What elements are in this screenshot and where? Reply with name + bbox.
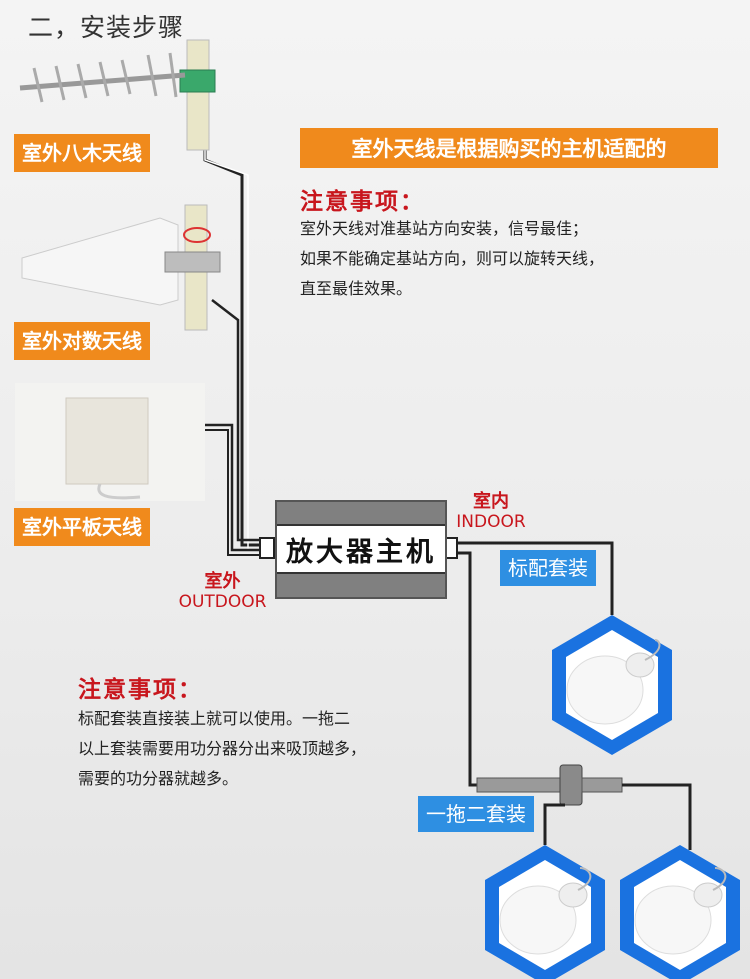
note-top-body: 室外天线对准基站方向安装，信号最佳； 如果不能确定基站方向，则可以旋转天线， 直… (300, 214, 604, 304)
splitter-body (559, 764, 583, 806)
splitter-arm (581, 777, 623, 793)
splitter-bar (476, 777, 573, 793)
amplifier-unit: 放大器主机 (275, 500, 447, 599)
note-bottom-line-2: 以上套装需要用功分器分出来吸顶越多， (78, 739, 367, 758)
note-top-line-1: 室外天线对准基站方向安装，信号最佳； (300, 219, 589, 238)
lpda-label: 室外对数天线 (14, 322, 150, 360)
note-top-line-3: 直至最佳效果。 (300, 279, 413, 298)
standard-kit-label: 标配套装 (500, 550, 596, 586)
indoor-label-en: INDOOR (456, 512, 526, 532)
note-bottom-line-1: 标配套装直接装上就可以使用。一拖二 (78, 709, 351, 728)
yagi-label: 室外八木天线 (14, 134, 150, 172)
lpda-antenna-icon (21, 204, 221, 331)
standard-kit-cable (457, 541, 614, 615)
outdoor-label: 室外 OUTDOOR (175, 571, 270, 613)
adaptation-banner: 室外天线是根据购买的主机适配的 (300, 128, 718, 168)
note-bottom-heading: 注意事项： (78, 676, 203, 703)
panel-label: 室外平板天线 (14, 508, 150, 546)
panel-cable-2 (205, 429, 260, 556)
yagi-cable-shine (204, 150, 275, 551)
split-kit-label: 一拖二套装 (418, 796, 534, 832)
page-title: 二，安装步骤 (28, 13, 185, 42)
lpda-cable (211, 299, 260, 542)
yagi-antenna-icon (19, 39, 216, 151)
outdoor-label-cn: 室外 (204, 571, 241, 592)
amplifier-label: 放大器主机 (277, 524, 445, 574)
panel-cable (205, 423, 260, 552)
note-top-line-2: 如果不能确定基站方向，则可以旋转天线， (300, 249, 605, 268)
note-bottom-line-3: 需要的功分器就越多。 (78, 769, 239, 788)
indoor-label-cn: 室内 (473, 491, 509, 512)
note-top-heading: 注意事项： (300, 188, 425, 215)
outdoor-label-en: OUTDOOR (178, 592, 267, 612)
ceiling-antenna-split-right (634, 867, 727, 955)
outdoor-port (259, 537, 275, 559)
split-cable-right (622, 783, 692, 850)
ceiling-antenna-standard (566, 639, 661, 725)
note-bottom-body: 标配套装直接装上就可以使用。一拖二 以上套装需要用功分器分出来吸顶越多， 需要的… (78, 704, 366, 794)
panel-antenna-icon (15, 383, 205, 501)
ceiling-antenna-split-left (499, 867, 592, 955)
splitter-cable (457, 551, 565, 787)
indoor-label: 室内 INDOOR (452, 491, 530, 533)
yagi-cable (203, 150, 275, 547)
split-cable-left (543, 803, 565, 845)
